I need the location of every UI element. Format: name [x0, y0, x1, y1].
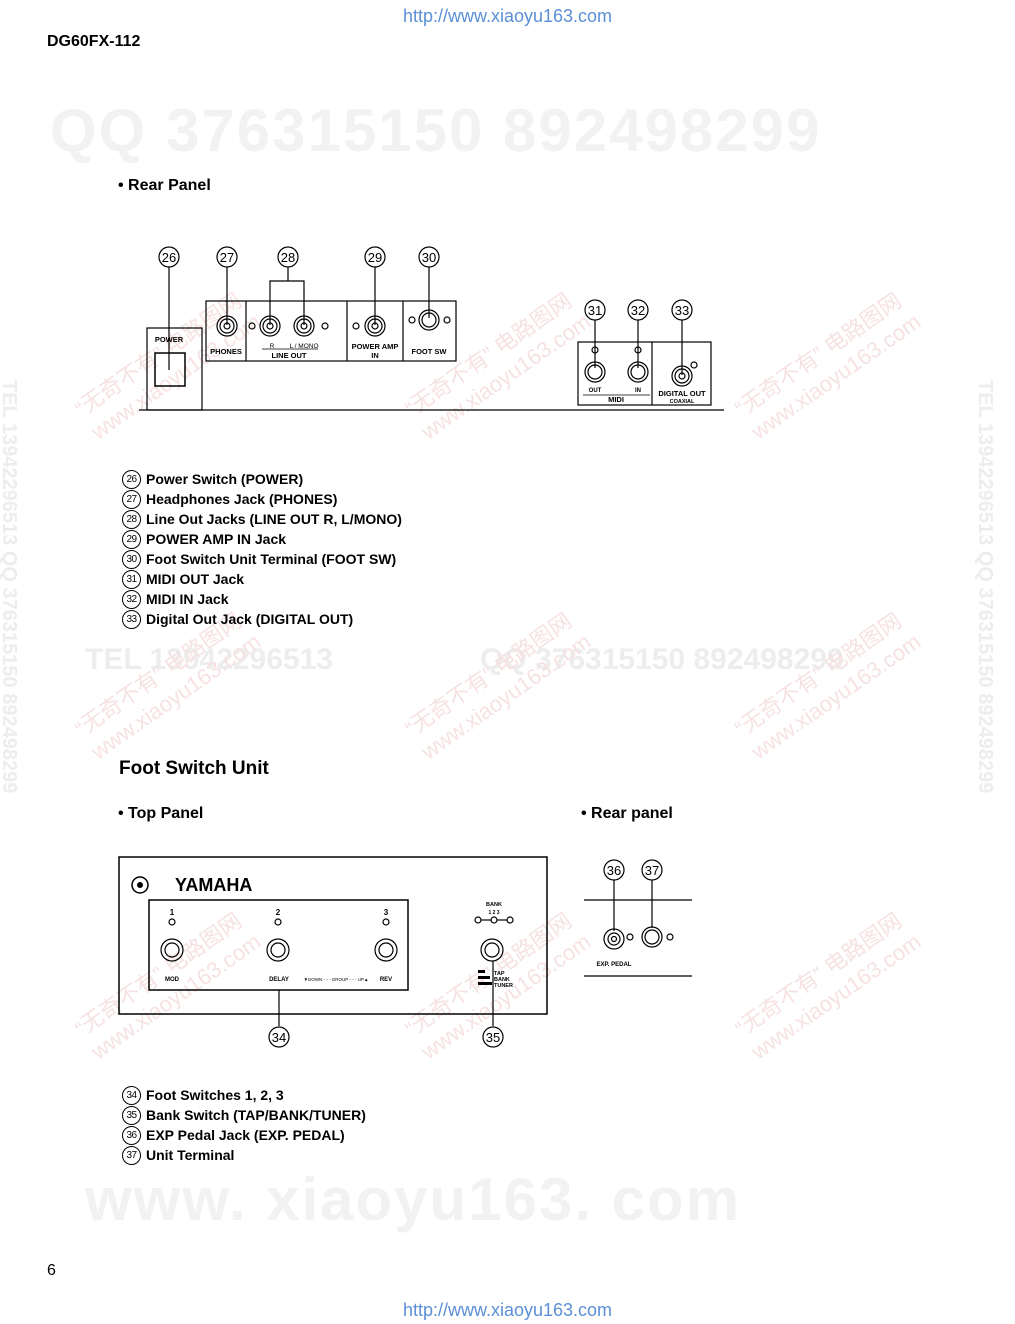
callout-34: [268, 1026, 290, 1048]
rear-panel-fsu-heading: • Rear panel: [581, 805, 673, 822]
callout-35: [482, 1026, 504, 1048]
label-exp-pedal: EXP. PEDAL: [597, 962, 632, 968]
watermark-tel-mid: TEL 13942296513: [85, 643, 333, 676]
model-number: DG60FX-112: [47, 33, 141, 50]
callout-35-text: 35: [486, 1030, 500, 1045]
watermark-qq-top: QQ 376315150 892498299: [50, 97, 822, 164]
label-l-mono: L / MONO: [289, 343, 318, 350]
label-sw3: 3: [384, 908, 389, 917]
callout-31-text: 31: [588, 303, 602, 318]
rear-panel-diagram: 26 27 28 29 30 31 32 33 POWER PHONES R L…: [139, 246, 724, 411]
label-sw1: 1: [170, 908, 175, 917]
bottom-url[interactable]: http://www.xiaoyu163.com: [402, 1300, 613, 1320]
callout-29-text: 29: [368, 250, 382, 265]
callout-32-text: 32: [631, 303, 645, 318]
label-midi-out: OUT: [589, 388, 602, 394]
label-digital-out: DIGITAL OUT: [658, 389, 706, 398]
callout-27-text: 27: [220, 250, 234, 265]
yamaha-emblem-icon: [131, 876, 149, 894]
label-phones: PHONES: [210, 347, 242, 356]
callout-33-text: 33: [675, 303, 689, 318]
label-foot-sw: FOOT SW: [412, 347, 448, 356]
label-power: POWER: [155, 335, 184, 344]
top-panel-heading: • Top Panel: [118, 805, 204, 822]
label-midi-in: IN: [635, 388, 641, 394]
label-rev: REV: [380, 977, 392, 983]
callout-37-text: 37: [645, 863, 659, 878]
label-delay: DELAY: [269, 977, 289, 983]
foot-switch-unit-title: Foot Switch Unit: [119, 758, 269, 779]
label-midi: MIDI: [608, 395, 624, 404]
rear-panel-heading: • Rear Panel: [118, 177, 211, 194]
top-url[interactable]: http://www.xiaoyu163.com: [402, 6, 613, 26]
callout-36-text: 36: [607, 863, 621, 878]
label-r: R: [270, 343, 275, 350]
foot-switch-unit-diagram: YAMAHA 1 2 3 MOD DELAY REV ▼DOWN - - - G…: [118, 856, 692, 1048]
page-number: 6: [47, 1262, 56, 1279]
label-power-amp-in: IN: [371, 351, 379, 360]
label-bank-nums: 1 2 3: [488, 910, 499, 916]
label-bank: BANK: [486, 902, 502, 908]
watermark-qq-mid: QQ 376315150 892498299: [480, 643, 844, 676]
callout-30-text: 30: [422, 250, 436, 265]
label-tuner: TUNER: [494, 983, 513, 989]
label-bank-small: BANK: [494, 977, 510, 983]
label-group: ▼DOWN - - - GROUP - - - UP▲: [304, 977, 369, 982]
callout-26-text: 26: [162, 250, 176, 265]
label-tap: TAP: [494, 971, 505, 977]
callout-34-text: 34: [272, 1030, 286, 1045]
callout-28-text: 28: [281, 250, 295, 265]
label-coaxial: COAXIAL: [670, 399, 695, 405]
watermark-site-big: www. xiaoyu163. com: [85, 1166, 742, 1233]
label-sw2: 2: [276, 908, 281, 917]
label-line-out: LINE OUT: [272, 351, 307, 360]
label-mod: MOD: [165, 977, 180, 983]
yamaha-logo: YAMAHA: [175, 875, 252, 895]
label-power-amp: POWER AMP: [352, 342, 399, 351]
